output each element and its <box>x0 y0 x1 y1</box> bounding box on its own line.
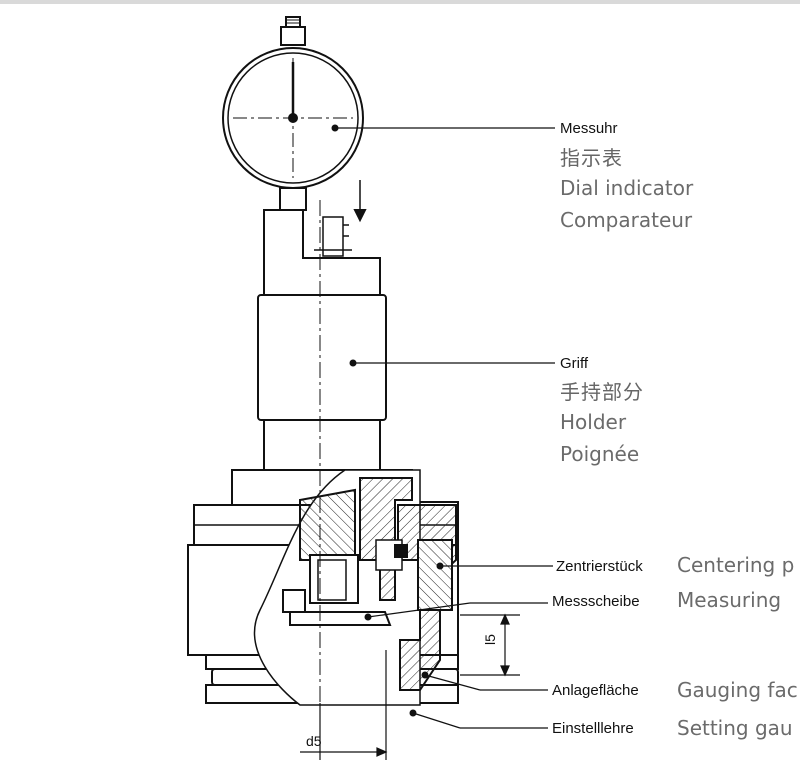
label-einstelllehre-en: Setting gau <box>677 716 793 740</box>
label-messuhr-fr: Comparateur <box>560 208 693 232</box>
label-anlageflaeche-en: Gauging fac <box>677 678 798 702</box>
label-zentrierstueck-de: Zentrierstück <box>556 558 643 575</box>
leader-lines <box>335 127 555 729</box>
label-griff-de: Griff <box>560 355 589 372</box>
dimension-d5-label: d5 <box>306 733 322 749</box>
label-griff-fr: Poignée <box>560 442 640 466</box>
label-messuhr-en: Dial indicator <box>560 176 694 200</box>
top-border-bar <box>0 0 800 4</box>
label-messscheibe-en: Measuring <box>677 588 782 612</box>
label-einstelllehre-de: Einstelllehre <box>552 720 634 737</box>
dial-indicator <box>222 16 364 211</box>
dimension-l5 <box>460 613 520 677</box>
label-griff-zh: 手持部分 <box>560 380 644 404</box>
leader-dots <box>331 124 444 717</box>
dimension-d5 <box>300 650 388 760</box>
label-zentrierstueck-en: Centering p <box>677 553 795 577</box>
holder <box>257 209 387 471</box>
cutaway-section <box>253 469 457 706</box>
label-messuhr-zh: 指示表 <box>560 146 623 170</box>
label-messuhr-de: Messuhr <box>560 120 618 137</box>
label-messscheibe-de: Messscheibe <box>552 593 640 610</box>
label-anlageflaeche-de: Anlagefläche <box>552 682 639 699</box>
load-arrow <box>353 180 367 223</box>
label-griff-en: Holder <box>560 410 627 434</box>
dimension-l5-label: l5 <box>482 634 498 645</box>
